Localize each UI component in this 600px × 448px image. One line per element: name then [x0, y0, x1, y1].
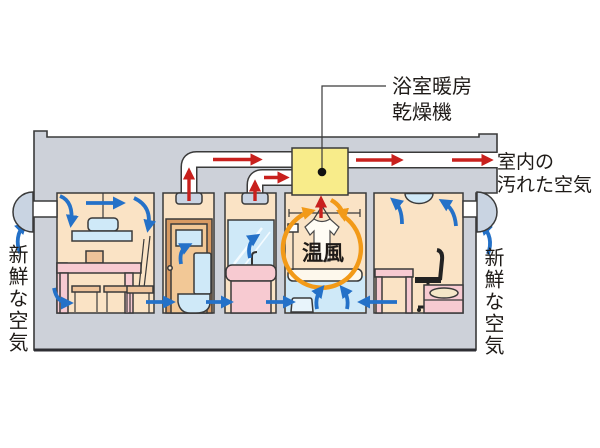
- desk: [374, 268, 414, 314]
- door-knob-icon: [167, 265, 173, 271]
- exhaust-label-line2: 汚れた空気: [497, 174, 592, 196]
- bed-icon: [423, 284, 464, 314]
- fresh-air-inlet-left: [12, 191, 58, 233]
- vanity-sink: [225, 264, 277, 314]
- warm-air-label: 温風: [302, 242, 344, 265]
- room-living-dining: [56, 192, 155, 314]
- unit-label-line1: 浴室暖房: [392, 75, 472, 98]
- faucet-icon: [251, 251, 258, 266]
- unit-callout-dot: [317, 167, 327, 177]
- vent-hood-icon: [12, 191, 34, 233]
- pendant-lamp-icon: [71, 193, 133, 242]
- room-bedroom: [373, 192, 464, 314]
- dining-chairs: [71, 235, 154, 313]
- red-airflow-arrows: [182, 153, 494, 218]
- exhaust-label-line1: 室内の: [497, 151, 554, 173]
- fresh-air-label-left: 新鮮な空気: [5, 244, 28, 354]
- vent-hood-icon: [476, 191, 498, 233]
- ceiling-diffuser-icon: [404, 192, 434, 205]
- unit-callout-line: [321, 85, 386, 172]
- fresh-air-inlet-right: [462, 191, 498, 233]
- blue-airflow-arrows: [14, 194, 493, 310]
- toilet-icon: [177, 252, 212, 314]
- bath-stool-icon: [290, 297, 314, 313]
- room-toilet: [162, 192, 215, 314]
- bathtub-rim: [287, 268, 363, 282]
- fresh-air-label-right: 新鮮な空気: [481, 247, 504, 357]
- unit-label-line2: 乾燥機: [392, 101, 452, 124]
